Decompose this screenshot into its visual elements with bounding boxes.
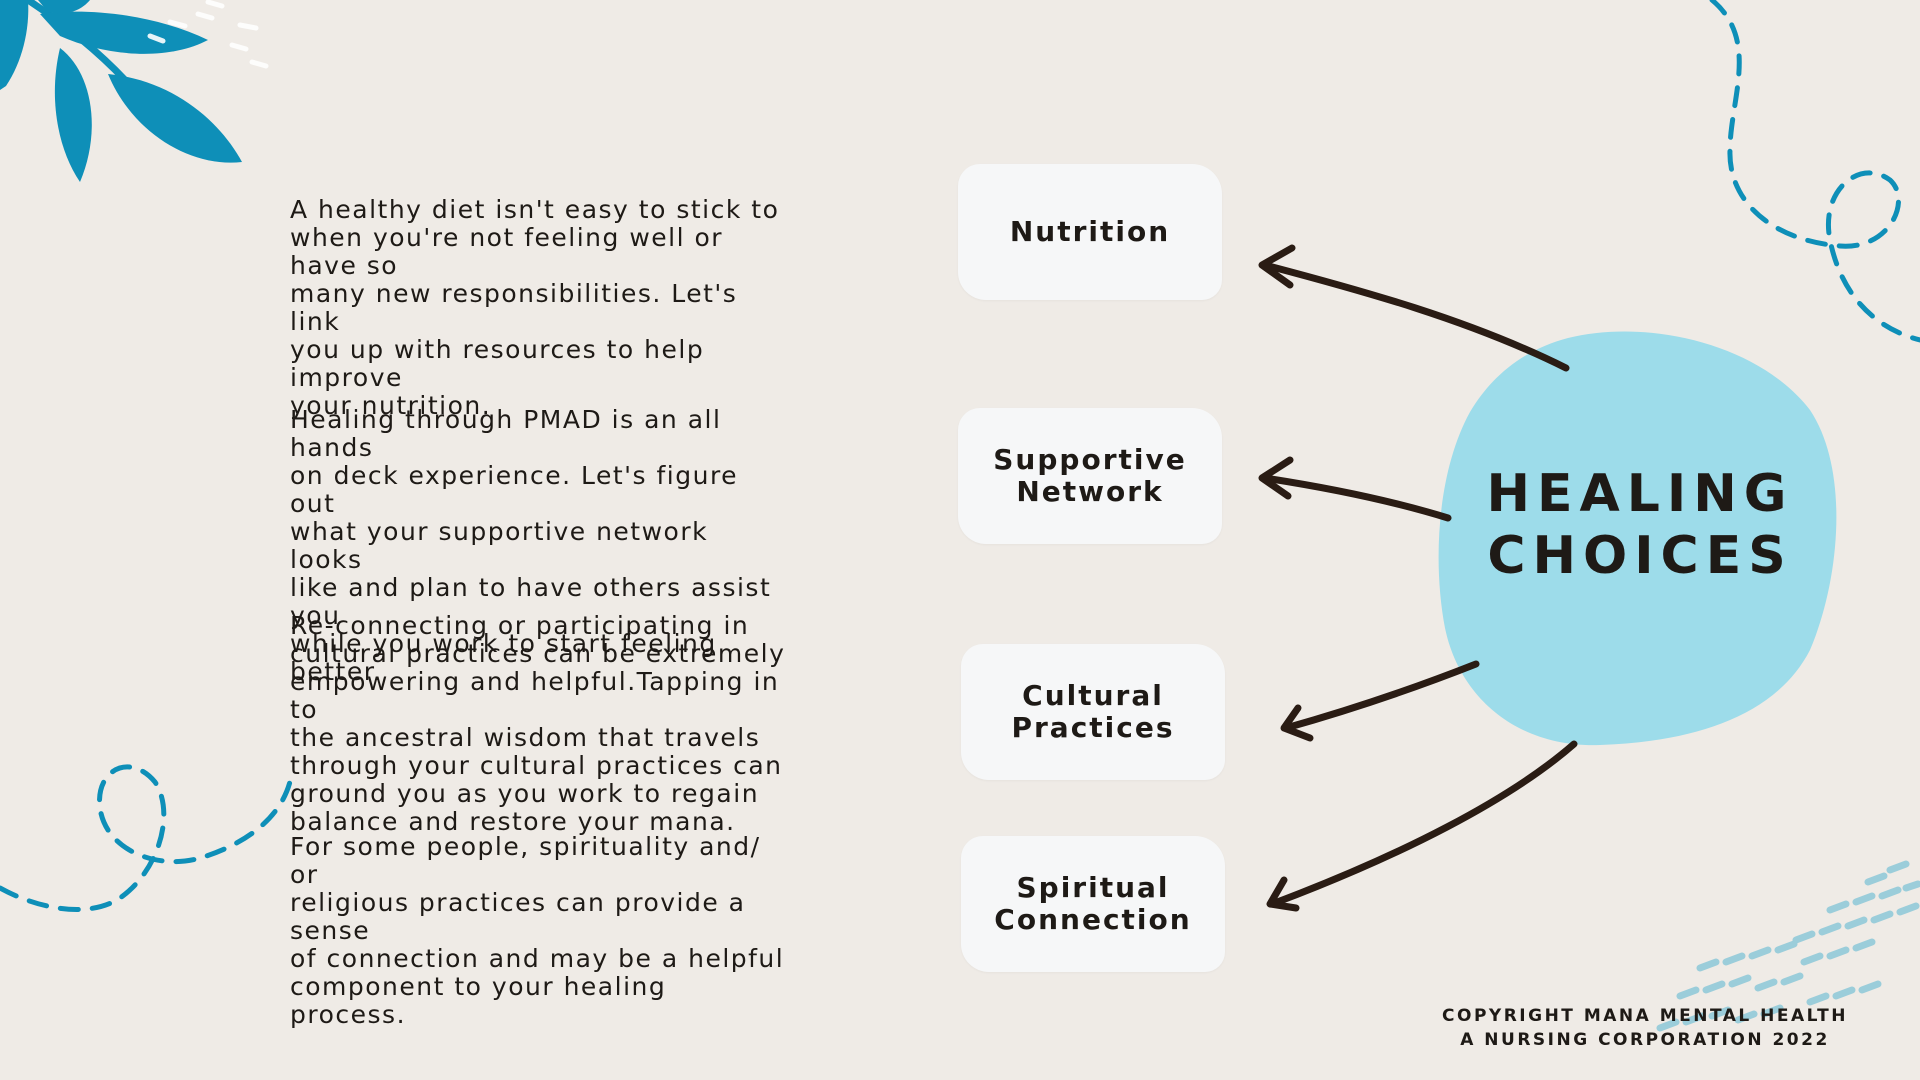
nutrition-card: Nutrition: [958, 164, 1222, 300]
arrow-to-nutrition: [1261, 261, 1570, 372]
nutrition-card-label: Nutrition: [1009, 215, 1171, 248]
arrowhead-spiritual-connection: [1266, 876, 1300, 912]
supportive-network-card-label: Supportive Network: [993, 443, 1187, 508]
arrow-to-cultural-practices: [1282, 660, 1480, 732]
dashed-loop-icon: [1709, 0, 1920, 343]
arrowhead-nutrition: [1258, 244, 1296, 289]
hub-title: HEALING CHOICES: [1486, 464, 1794, 586]
arrowhead-supportive-network: [1258, 456, 1294, 500]
copyright-notice: COPYRIGHT MANA MENTAL HEALTH A NURSING C…: [1442, 1006, 1848, 1050]
spiritual-connection-card: Spiritual Connection: [961, 836, 1225, 972]
cultural-practices-description: Re-connecting or participating in cultur…: [290, 611, 786, 836]
arrowhead-cultural-practices: [1280, 704, 1314, 742]
spiritual-connection-description: For some people, spirituality and/ or re…: [290, 832, 785, 1029]
leaf-branch-icon: [0, 0, 242, 182]
cultural-practices-card: Cultural Practices: [961, 644, 1225, 780]
arrow-to-supportive-network: [1261, 474, 1452, 522]
dashed-loop-icon: [0, 764, 295, 912]
nutrition-description: A healthy diet isn't easy to stick to wh…: [290, 195, 780, 420]
supportive-network-card: Supportive Network: [958, 408, 1222, 544]
supportive-network-description: Healing through PMAD is an all hands on …: [290, 405, 772, 686]
cultural-practices-card-label: Cultural Practices: [1011, 679, 1175, 744]
spiritual-connection-card-label: Spiritual Connection: [994, 871, 1192, 936]
arrow-to-spiritual-connection: [1268, 740, 1578, 908]
